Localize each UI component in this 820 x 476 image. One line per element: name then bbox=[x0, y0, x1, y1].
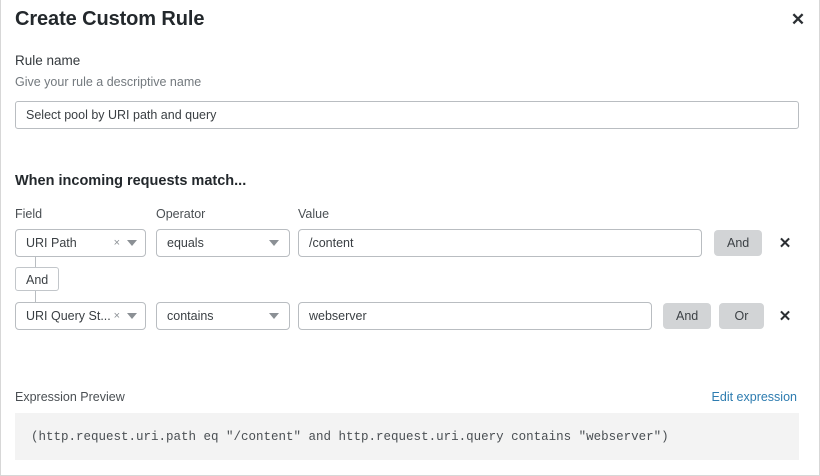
value-input-1[interactable] bbox=[298, 229, 702, 257]
column-header-operator: Operator bbox=[156, 207, 206, 221]
connector-and-badge[interactable]: And bbox=[15, 267, 60, 291]
rule-name-input[interactable] bbox=[15, 101, 799, 129]
dialog-title: Create Custom Rule bbox=[15, 8, 205, 30]
expression-preview-code: (http.request.uri.path eq "/content" and… bbox=[31, 429, 669, 444]
delete-condition-icon-1[interactable]: ✕ bbox=[778, 235, 792, 252]
operator-select-2[interactable]: contains bbox=[156, 302, 290, 330]
or-button-2[interactable]: Or bbox=[719, 303, 764, 329]
operator-select-2-value: contains bbox=[167, 309, 214, 323]
chevron-down-icon[interactable] bbox=[127, 240, 137, 246]
close-icon[interactable]: ✕ bbox=[790, 9, 806, 29]
connector-line-top bbox=[35, 257, 36, 268]
expression-preview-box: (http.request.uri.path eq "/content" and… bbox=[15, 413, 799, 460]
connector-line-bottom bbox=[35, 291, 36, 302]
condition-connector: And bbox=[15, 257, 135, 305]
delete-condition-icon-2[interactable]: ✕ bbox=[778, 308, 792, 325]
expression-preview-label: Expression Preview bbox=[15, 390, 125, 404]
and-button-2[interactable]: And bbox=[663, 303, 712, 329]
clear-icon[interactable]: × bbox=[113, 237, 120, 249]
field-select-2[interactable]: URI Query St... × bbox=[15, 302, 146, 330]
edit-expression-link[interactable]: Edit expression bbox=[711, 390, 797, 404]
clear-icon[interactable]: × bbox=[113, 310, 120, 322]
rule-name-description: Give your rule a descriptive name bbox=[15, 75, 202, 89]
field-select-1-value: URI Path bbox=[26, 236, 77, 250]
chevron-down-icon[interactable] bbox=[269, 313, 279, 319]
value-input-2[interactable] bbox=[298, 302, 652, 330]
chevron-down-icon[interactable] bbox=[127, 313, 137, 319]
conditions-heading: When incoming requests match... bbox=[15, 173, 247, 189]
field-select-2-value: URI Query St... bbox=[26, 309, 111, 323]
chevron-down-icon[interactable] bbox=[269, 240, 279, 246]
condition-row: URI Query St... × contains And Or ✕ bbox=[1, 302, 820, 332]
column-header-field: Field bbox=[15, 207, 43, 221]
condition-row: URI Path × equals And ✕ bbox=[1, 229, 820, 259]
and-button-1[interactable]: And bbox=[714, 230, 763, 256]
operator-select-1[interactable]: equals bbox=[156, 229, 290, 257]
column-header-value: Value bbox=[298, 207, 330, 221]
operator-select-1-value: equals bbox=[167, 236, 204, 250]
field-select-1[interactable]: URI Path × bbox=[15, 229, 146, 257]
rule-name-label: Rule name bbox=[15, 53, 81, 68]
